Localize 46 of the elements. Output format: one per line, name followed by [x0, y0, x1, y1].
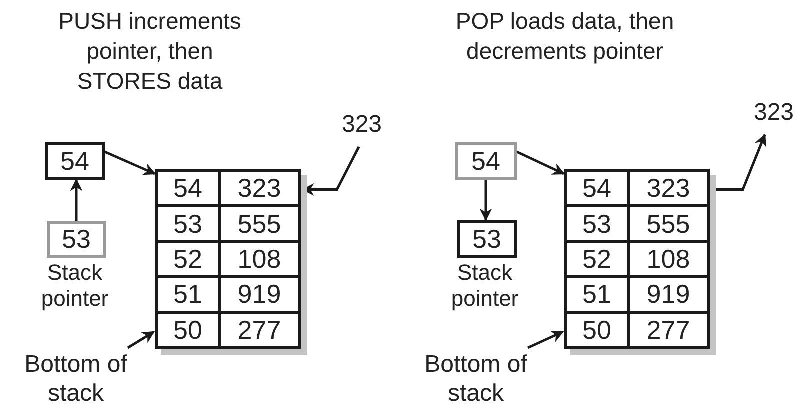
arrow	[516, 150, 566, 176]
stack-row	[158, 207, 298, 243]
arrow	[527, 330, 564, 350]
panel-title: POP loads data, then decrements pointer	[454, 7, 676, 66]
data-cell: 108	[627, 242, 707, 276]
stack-row	[567, 278, 707, 314]
data-cell: 277	[218, 314, 298, 346]
address-cell-text: 52	[172, 243, 204, 276]
arrow	[127, 330, 156, 350]
panel-title: PUSH increments pointer, then STORES data	[58, 7, 242, 96]
data-cell: 919	[627, 278, 707, 311]
stack-row	[567, 242, 707, 278]
address-cell-text: 54	[172, 172, 204, 204]
pointer-value-box: 53	[457, 220, 517, 258]
arrow	[480, 180, 492, 222]
arrow	[70, 178, 83, 221]
callout-text: Bottom of stack	[406, 350, 546, 410]
data-cell: 555	[218, 207, 298, 240]
address-cell-text: 51	[172, 278, 204, 311]
address-cell-text: 54	[582, 172, 612, 204]
stack-row	[158, 242, 298, 278]
node-caption: Stack pointer	[450, 260, 520, 313]
stack-row	[158, 278, 298, 314]
callout-text: Bottom of stack	[6, 350, 146, 410]
stack-row	[567, 207, 707, 243]
address-cell-text: 53	[582, 208, 612, 240]
data-cell: 323	[218, 172, 298, 204]
node-caption: Stack pointer	[40, 260, 110, 313]
callout-text: 323	[333, 110, 391, 144]
pointer-value-box: 53	[47, 221, 106, 258]
address-cell-text: 52	[582, 243, 612, 276]
data-cell: 919	[218, 278, 298, 311]
pointer-value-box: 54	[455, 142, 517, 180]
data-cell: 277	[627, 314, 707, 346]
stack-row	[567, 172, 707, 208]
address-cell-text: 53	[172, 208, 204, 240]
data-cell: 323	[627, 172, 707, 204]
address-cell-text: 50	[172, 314, 204, 346]
data-cell: 555	[627, 207, 707, 240]
stack-row	[158, 172, 298, 208]
pointer-value-box: 54	[45, 142, 105, 180]
arrow	[104, 150, 156, 176]
address-cell-text: 50	[582, 314, 612, 346]
data-cell: 108	[218, 242, 298, 276]
callout-text: 323	[745, 98, 803, 132]
address-cell-text: 51	[582, 278, 612, 311]
